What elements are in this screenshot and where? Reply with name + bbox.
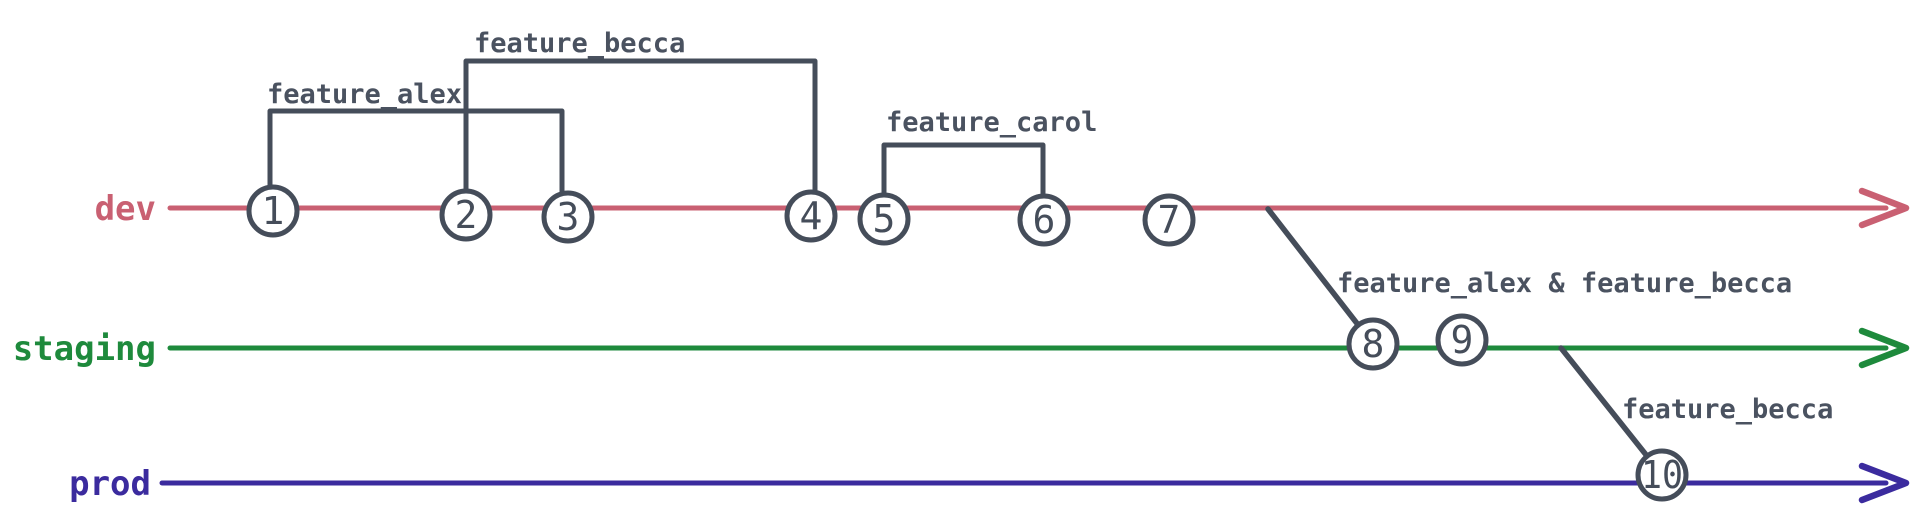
- commit-number: 8: [1362, 322, 1385, 366]
- arrowhead-staging-icon: [1858, 327, 1910, 369]
- merge-line-to-commit-10: [1558, 345, 1650, 459]
- commit-number: 4: [800, 194, 823, 238]
- feature-bracket-label: feature_carol: [886, 107, 1097, 138]
- commit-4: 4: [784, 189, 838, 243]
- merge-label: feature_becca: [1622, 394, 1833, 425]
- commit-1: 1: [246, 184, 300, 238]
- commit-number: 5: [873, 197, 896, 241]
- feature-bracket-feature_becca: [463, 58, 818, 195]
- commit-number: 7: [1158, 198, 1181, 242]
- commit-number: 10: [1641, 453, 1683, 497]
- commit-8: 8: [1346, 317, 1400, 371]
- commit-circle: [541, 190, 595, 244]
- commit-number: 2: [455, 193, 478, 237]
- merge-label: feature_alex & feature_becca: [1337, 268, 1792, 299]
- feature-bracket-feature_alex: [267, 108, 565, 196]
- commit-10: 10: [1635, 448, 1689, 502]
- commit-6: 6: [1017, 193, 1071, 247]
- feature-bracket-label: feature_alex: [267, 79, 462, 110]
- branch-label-prod: prod: [69, 464, 151, 504]
- commit-number: 9: [1451, 318, 1474, 362]
- commit-circle: [784, 189, 838, 243]
- commit-number: 6: [1033, 198, 1056, 242]
- commit-9: 9: [1435, 313, 1489, 367]
- commit-number: 1: [262, 189, 285, 233]
- commit-7: 7: [1142, 193, 1196, 247]
- arrowhead-dev-icon: [1858, 187, 1910, 229]
- branch-label-dev: dev: [95, 189, 156, 229]
- commit-number: 3: [557, 195, 580, 239]
- commit-circle: [857, 192, 911, 246]
- commit-circle: [1635, 448, 1689, 502]
- arrowhead-prod-icon: [1858, 462, 1910, 504]
- commit-circle: [1017, 193, 1071, 247]
- commit-circle: [1142, 193, 1196, 247]
- commit-5: 5: [857, 192, 911, 246]
- commit-circle: [1346, 317, 1400, 371]
- commit-circle: [1435, 313, 1489, 367]
- merge-line-to-commit-8: [1265, 206, 1362, 329]
- commit-circle: [439, 188, 493, 242]
- branch-label-staging: staging: [13, 329, 156, 369]
- feature-bracket-feature_carol: [881, 142, 1046, 199]
- commit-2: 2: [439, 188, 493, 242]
- commit-3: 3: [541, 190, 595, 244]
- commit-circle: [246, 184, 300, 238]
- feature-bracket-label: feature_becca: [474, 28, 685, 59]
